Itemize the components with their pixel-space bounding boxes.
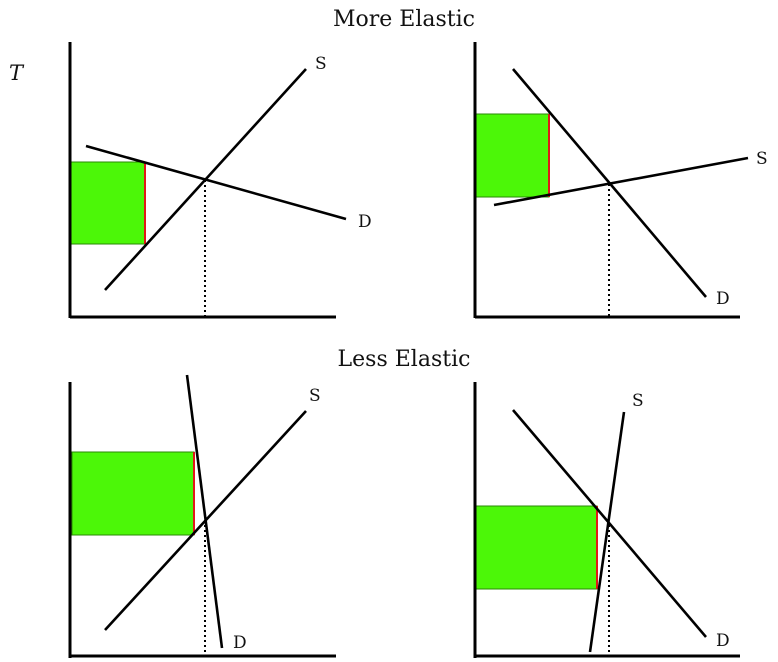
title-less-elastic: Less Elastic: [338, 347, 471, 372]
supply-line: [493, 156, 749, 207]
supply-label: S: [756, 149, 768, 169]
panel-bottom-right: S D: [473, 382, 740, 658]
supply-label: S: [309, 386, 321, 406]
tax-revenue-box: [71, 451, 195, 536]
demand-line: [85, 144, 347, 221]
side-label-t: T: [9, 61, 25, 85]
panel-top-right: S D: [473, 42, 768, 319]
title-more-elastic: More Elastic: [333, 7, 475, 32]
tax-revenue-box: [474, 505, 598, 590]
tax-revenue-box: [475, 113, 550, 198]
demand-label: D: [716, 631, 730, 651]
supply-label: S: [315, 54, 327, 74]
demand-label: D: [233, 633, 247, 653]
demand-label: D: [716, 289, 730, 309]
supply-line: [104, 68, 307, 291]
panel-top-left: S D: [68, 42, 372, 319]
supply-label: S: [632, 391, 644, 411]
demand-label: D: [358, 212, 372, 232]
demand-line: [185, 374, 224, 649]
panel-bottom-left: S D: [68, 374, 336, 658]
supply-line: [588, 411, 626, 653]
tax-revenue-box: [70, 161, 146, 245]
